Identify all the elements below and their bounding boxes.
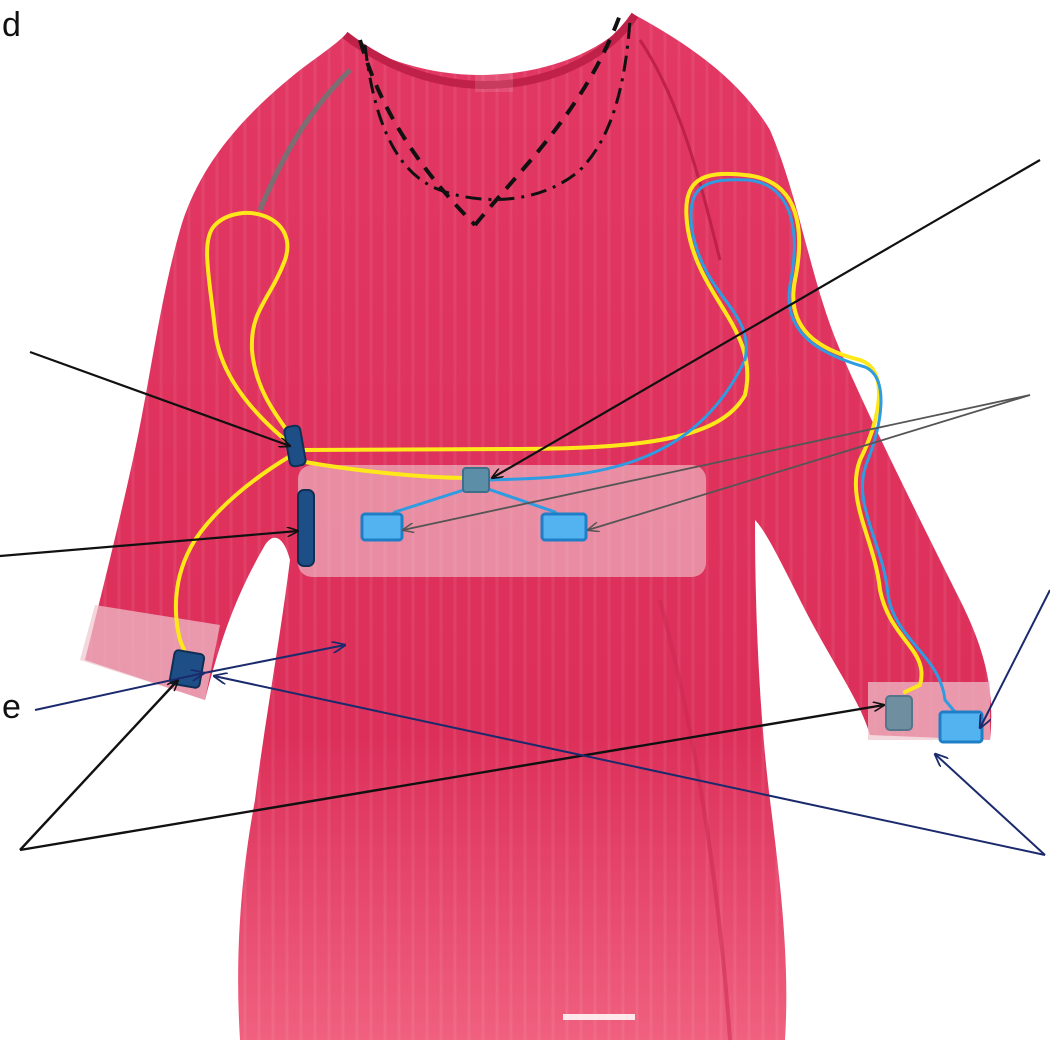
hem-label <box>563 1014 635 1020</box>
arrow-right-wrist-sensor <box>980 590 1050 728</box>
hub-node-icon <box>463 468 489 492</box>
sensor-pad-icon-left <box>362 514 402 540</box>
wrist-node-icon-right-grey <box>886 696 912 730</box>
cropped-label-top-left: d <box>2 8 21 42</box>
arrow-left-wrist-a <box>20 680 178 850</box>
battery-icon <box>298 490 314 566</box>
waist-panel <box>298 465 706 577</box>
cropped-label-mid-left: e <box>2 690 21 724</box>
sensor-pad-icon-right-wrist <box>940 712 982 742</box>
sensor-pad-icon-right <box>542 514 586 540</box>
chest-logo <box>475 62 513 92</box>
arrow-navy-right <box>935 754 1045 855</box>
